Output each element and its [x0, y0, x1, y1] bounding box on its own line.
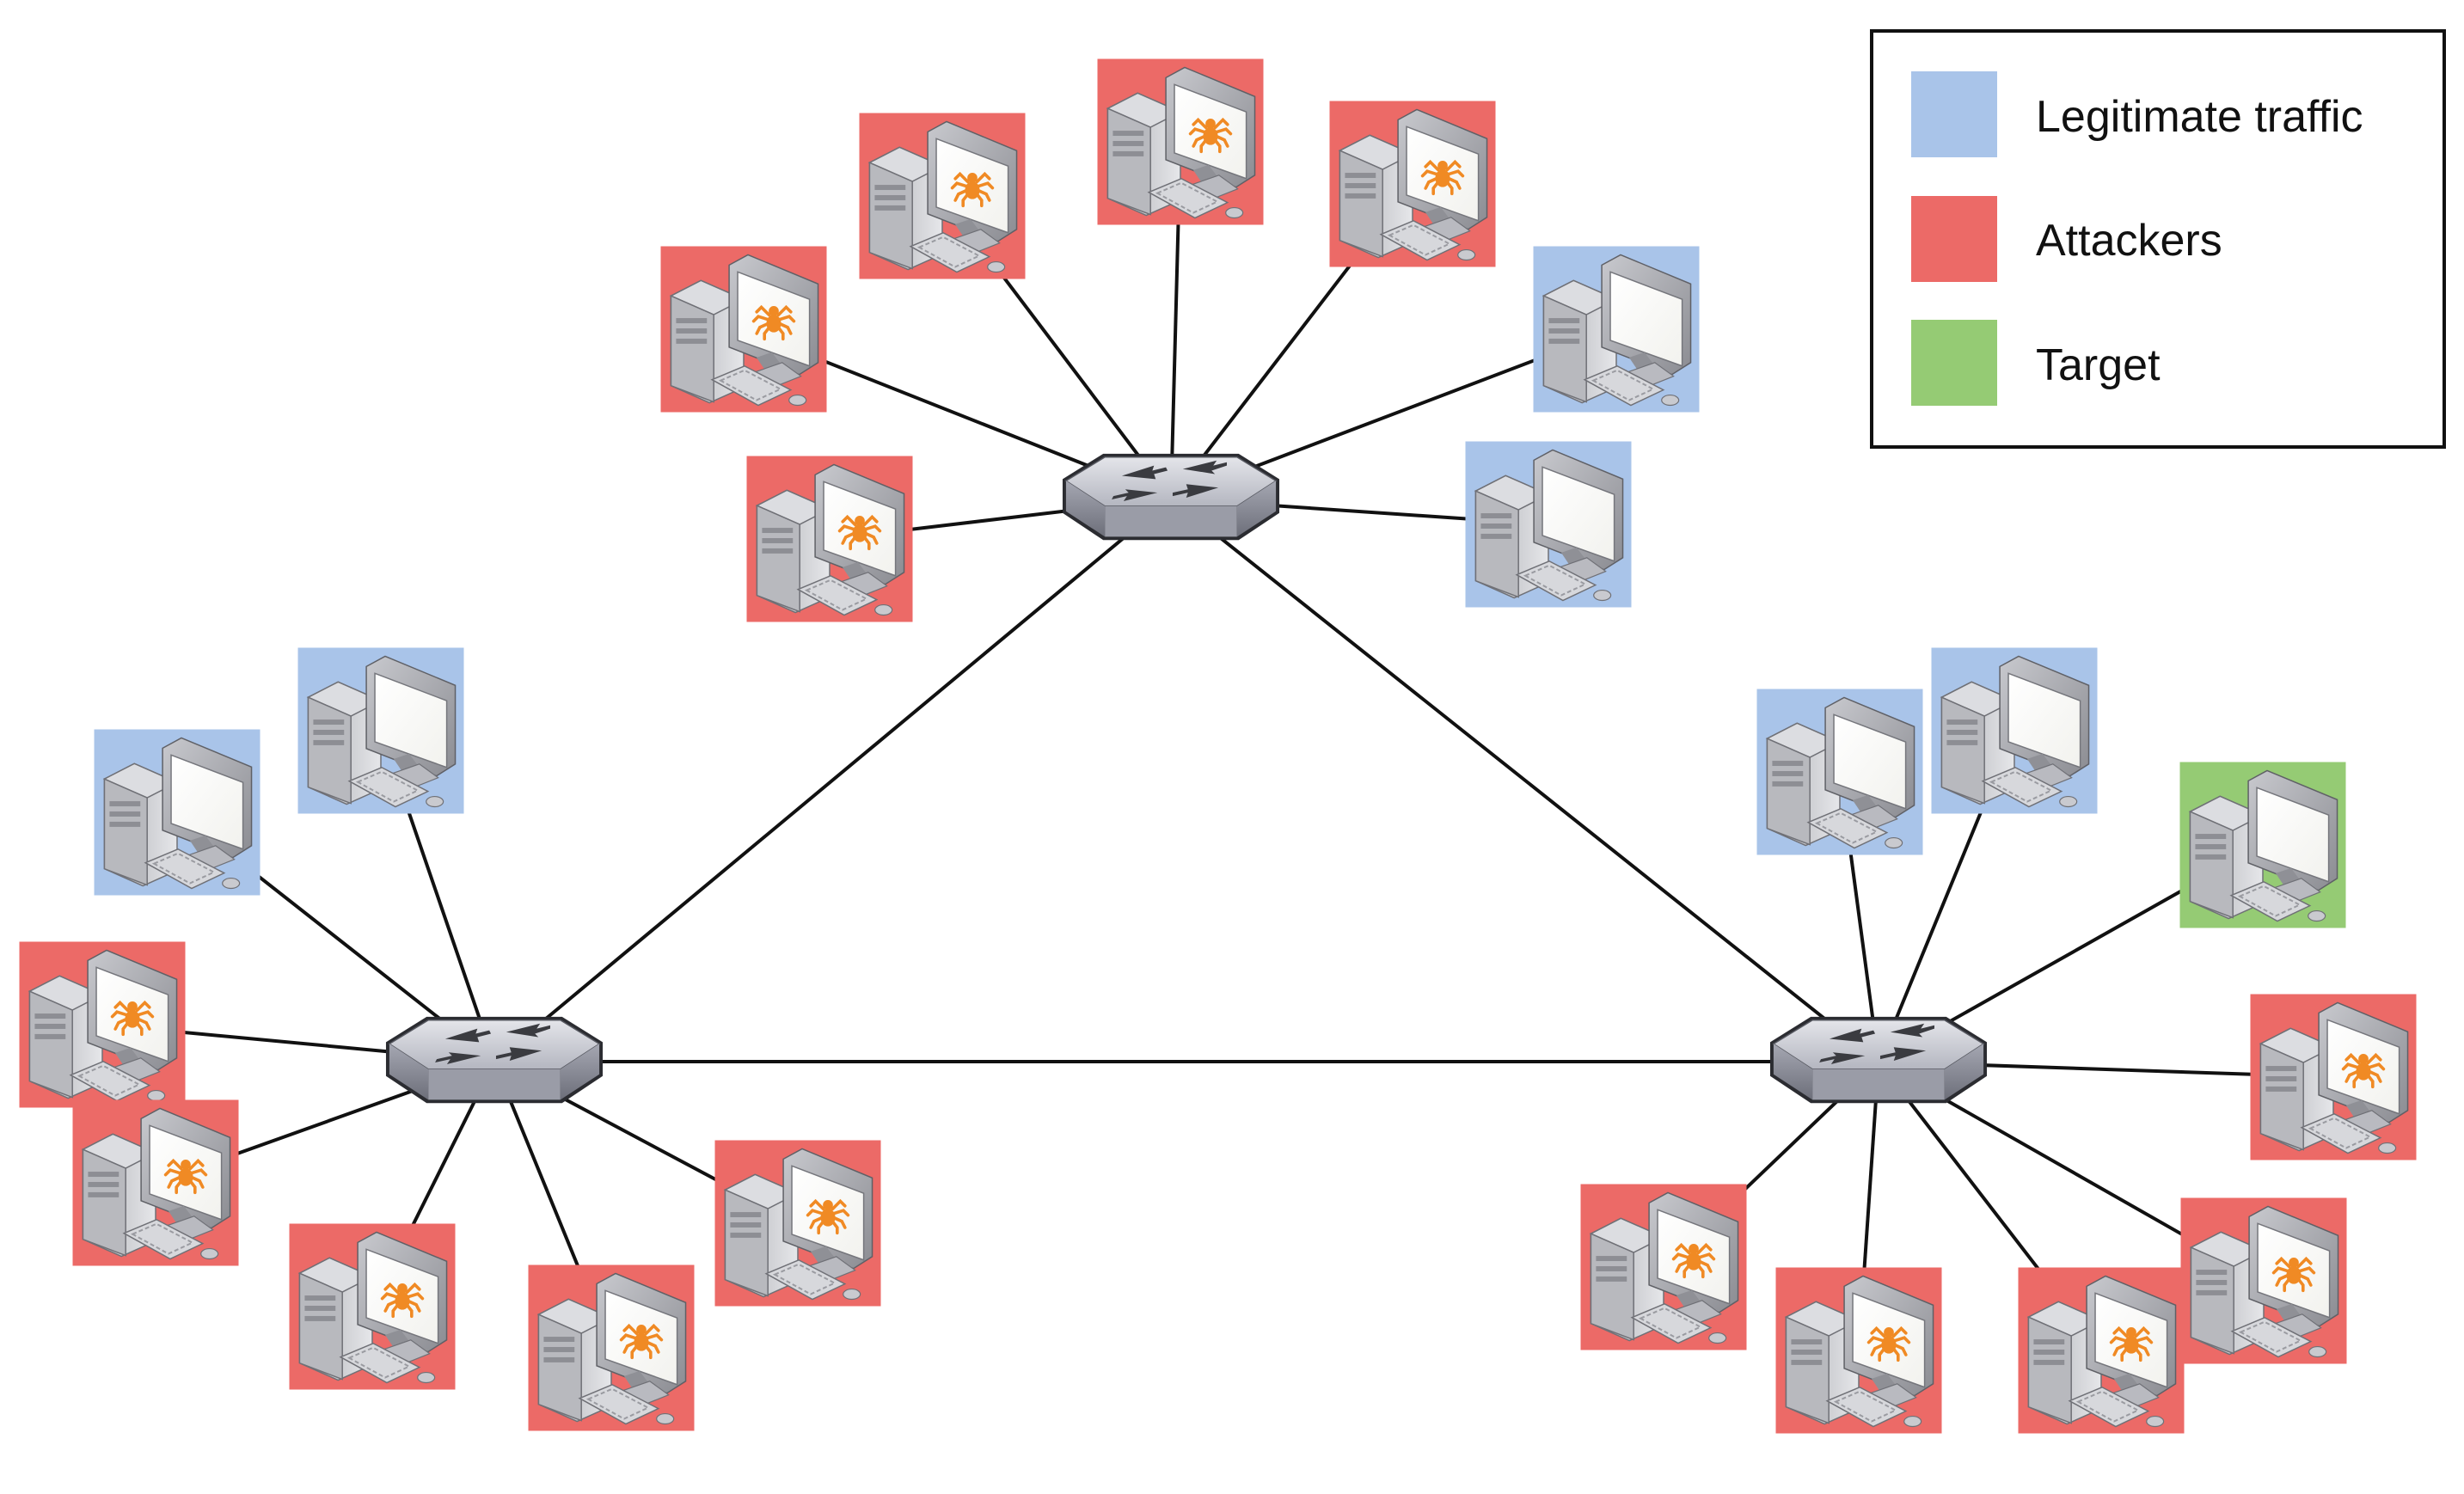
host-legitimate-t7: [1465, 441, 1632, 608]
host-attacker-l6: [528, 1264, 695, 1431]
legend-swatch-legitimate: [1911, 71, 1997, 157]
host-legitimate-t6: [1533, 246, 1700, 413]
host-attacker-r7: [1775, 1267, 1942, 1434]
network-switch-icon-switch-left: [385, 1016, 604, 1105]
host-attacker-r5: [2180, 1197, 2347, 1364]
network-switch-icon-switch-right: [1769, 1016, 1988, 1105]
host-attacker-t1: [660, 246, 827, 413]
host-legitimate-r1: [1756, 689, 1923, 855]
host-legitimate-l2: [94, 729, 260, 896]
legend-label-target: Target: [2036, 340, 2161, 390]
host-attacker-r8: [2018, 1267, 2185, 1434]
network-switch-icon-switch-top: [1062, 453, 1280, 542]
trunk-link-switch-top-switch-right: [1169, 497, 1880, 1063]
host-legitimate-l1: [297, 647, 464, 814]
network-nodes: [19, 58, 2417, 1434]
legend-swatch-target: [1911, 320, 1997, 406]
host-attacker-t2: [859, 113, 1026, 279]
host-attacker-t4: [1329, 101, 1496, 267]
trunk-link-switch-top-switch-left: [493, 497, 1173, 1063]
host-attacker-l5: [289, 1223, 456, 1390]
host-attacker-r6: [1580, 1184, 1747, 1350]
host-attacker-t3: [1097, 58, 1264, 225]
host-attacker-l4: [72, 1099, 239, 1266]
legend-label-legitimate: Legitimate traffic: [2036, 92, 2363, 142]
host-attacker-t5: [746, 456, 913, 622]
host-attacker-r4: [2250, 994, 2417, 1160]
legend-label-attackers: Attackers: [2036, 216, 2222, 266]
host-attacker-l7: [714, 1140, 881, 1307]
host-target-r3: [2179, 762, 2346, 928]
legend-swatch-attackers: [1911, 196, 1997, 282]
host-attacker-l3: [19, 941, 186, 1108]
host-legitimate-r2: [1931, 647, 2098, 814]
legend: Legitimate traffic Attackers Target: [1870, 29, 2446, 449]
